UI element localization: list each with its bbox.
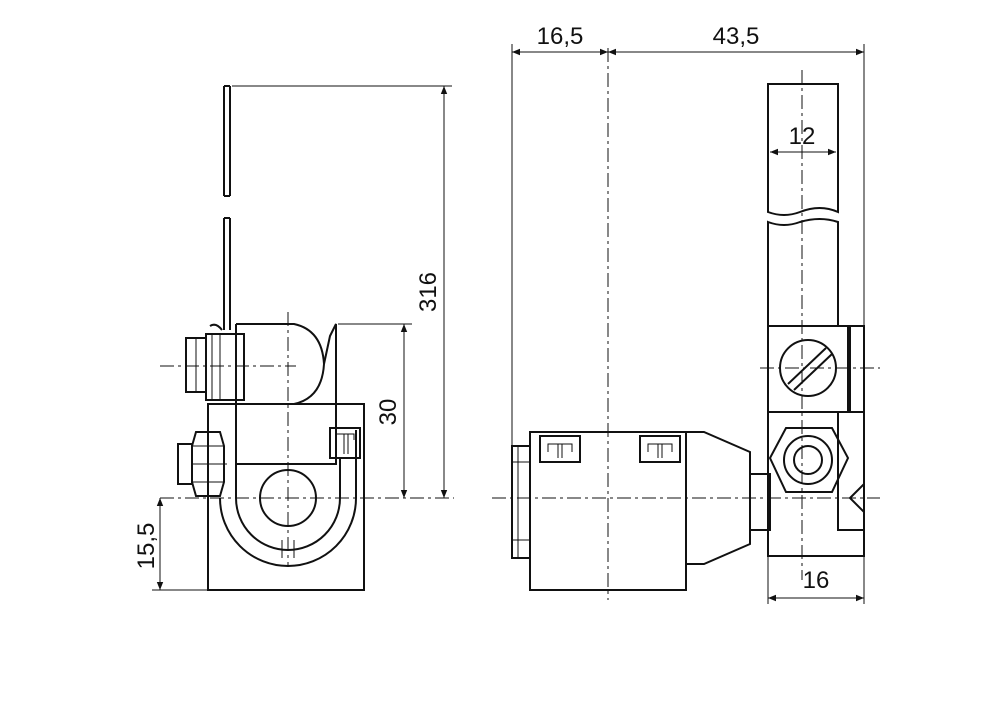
dimension-30: 30 <box>338 323 412 498</box>
dim-label-30: 30 <box>375 399 402 426</box>
lever-block <box>767 83 865 557</box>
centerlines-left <box>160 312 454 566</box>
dim-label-16: 16 <box>803 567 830 594</box>
lever-rod <box>209 85 231 331</box>
dim-label-12: 12 <box>789 123 816 150</box>
dim-label-15-5: 15,5 <box>133 523 160 570</box>
dimension-316: 316 <box>232 85 452 498</box>
dimension-16: 16 <box>767 556 865 604</box>
dimension-43-5: 43,5 <box>608 23 865 326</box>
dim-label-316: 316 <box>415 272 442 312</box>
dimension-15-5: 15,5 <box>133 498 208 591</box>
dim-label-16-5: 16,5 <box>537 23 584 50</box>
left-view: 316 30 15,5 <box>133 85 454 591</box>
dimension-12: 12 <box>770 123 836 156</box>
upper-clamp <box>185 323 337 405</box>
dimension-16-5: 16,5 <box>511 23 608 446</box>
front-nut <box>511 445 531 559</box>
right-view: 16,5 43,5 12 16 <box>492 23 880 604</box>
switch-body-left <box>177 403 365 591</box>
dim-label-43-5: 43,5 <box>713 23 760 50</box>
